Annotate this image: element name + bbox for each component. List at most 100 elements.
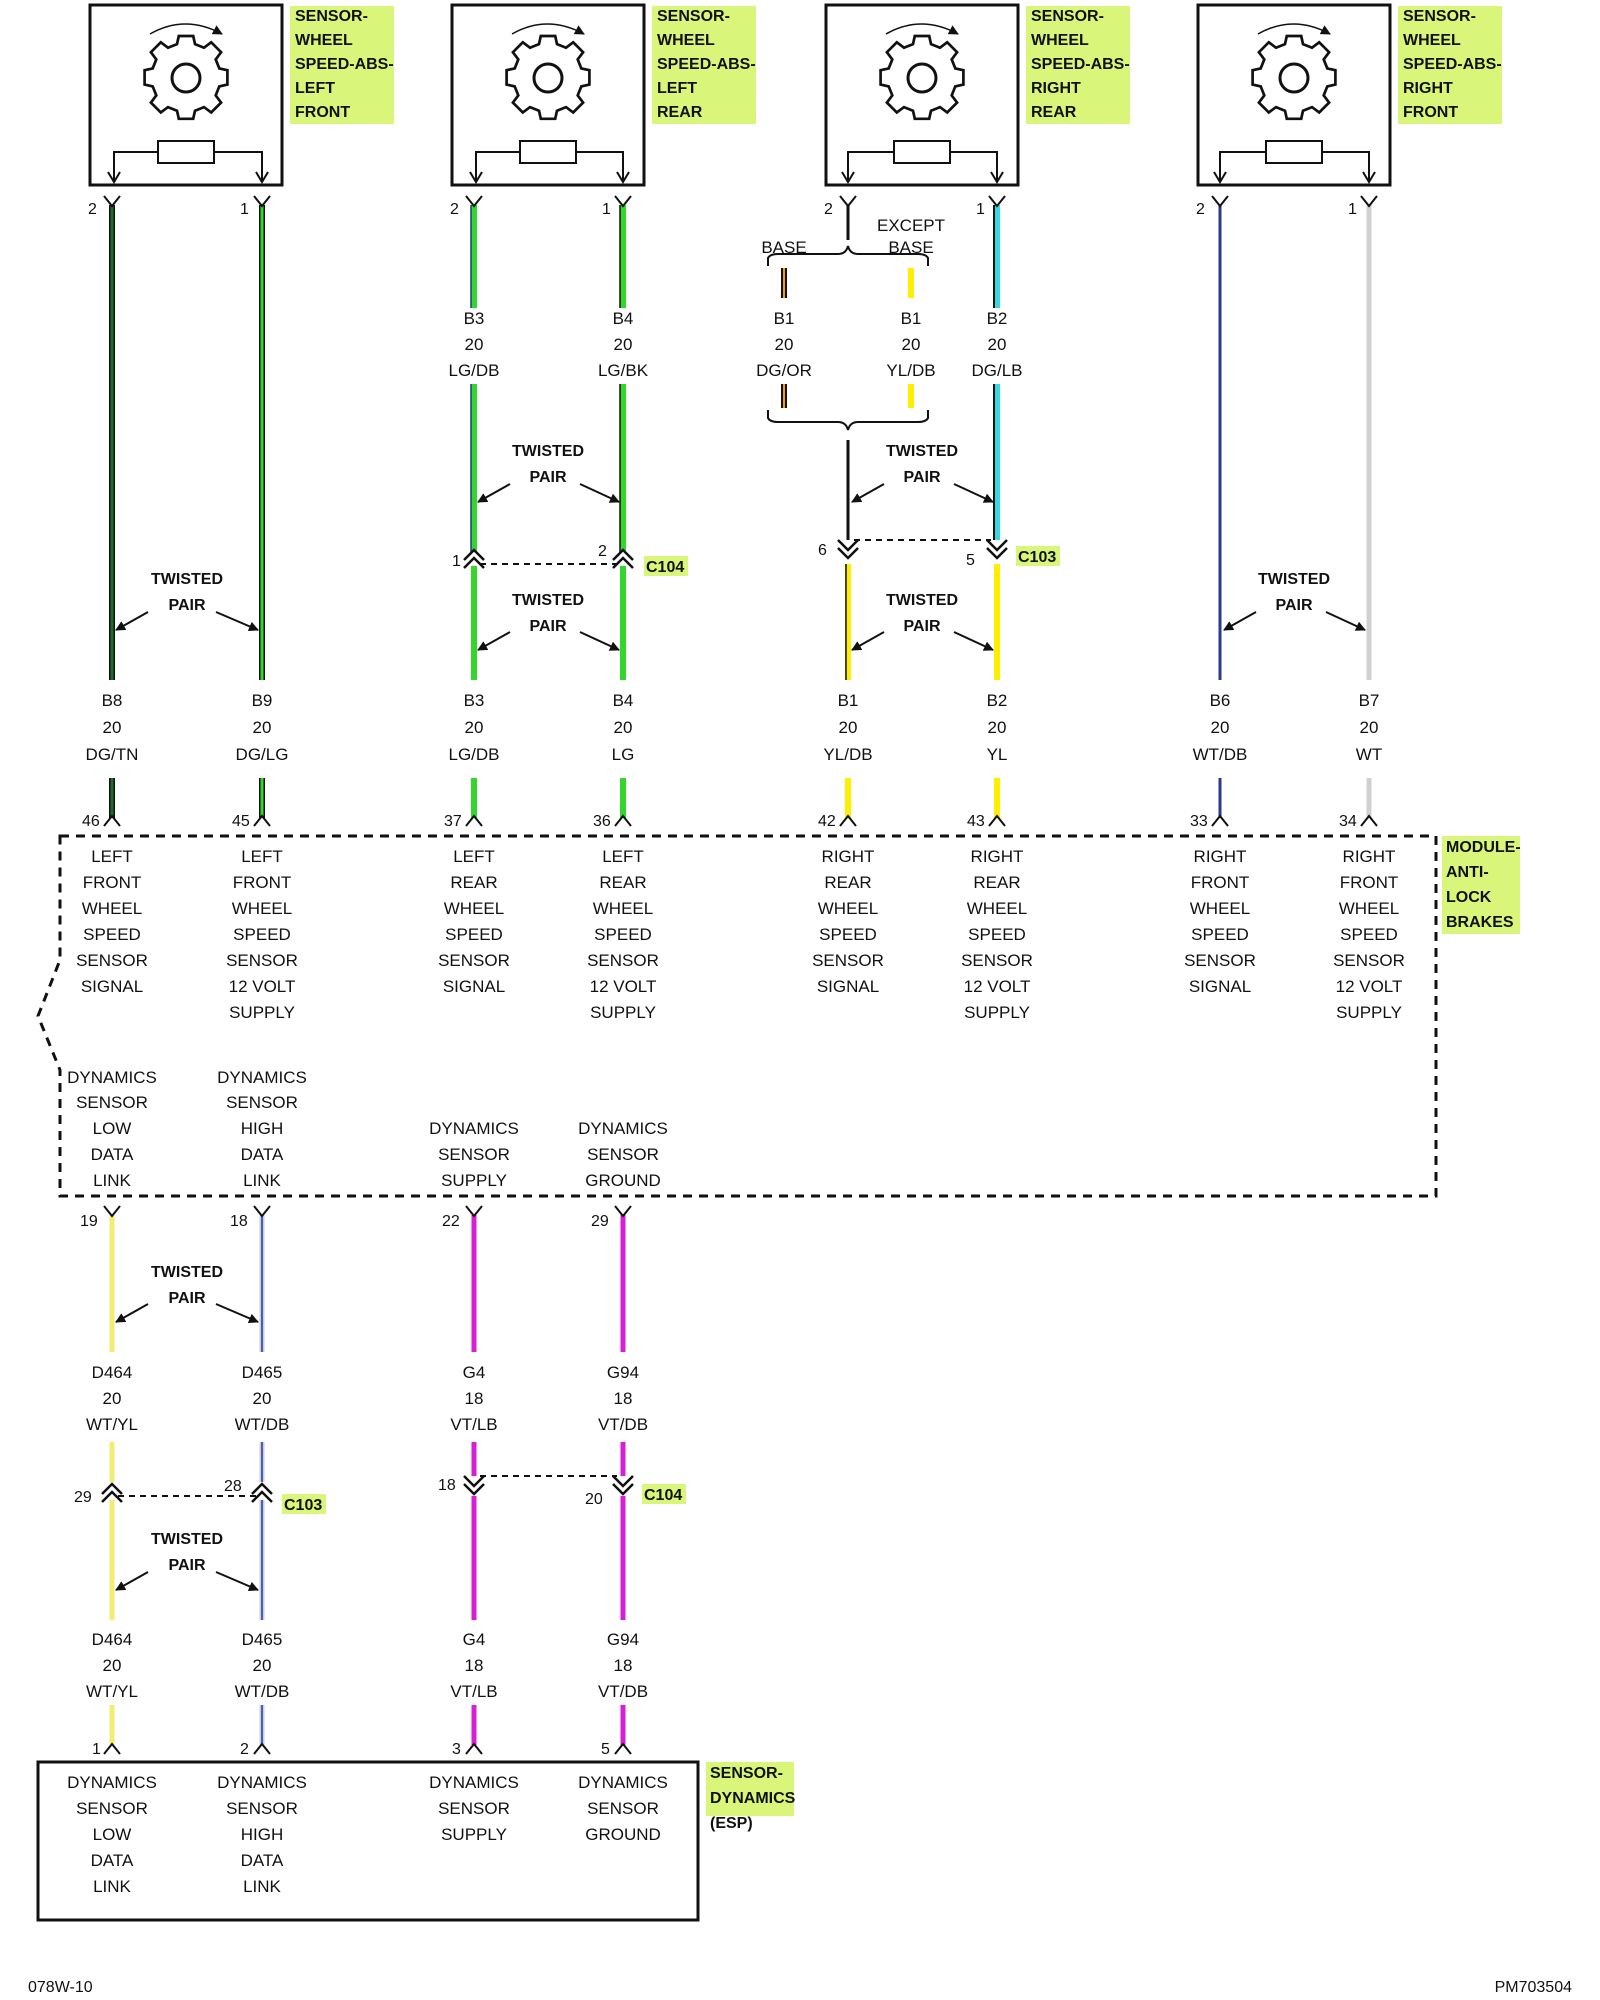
svg-text:2: 2: [240, 1741, 249, 1758]
resistor-icon: [1213, 140, 1376, 184]
esp-function-5: DYNAMICS SENSOR GROUND: [578, 1773, 668, 1844]
connector-c103-bottom-label: C103: [284, 1497, 322, 1514]
svg-text:SIGNAL: SIGNAL: [1189, 977, 1251, 996]
svg-text:SENSOR: SENSOR: [226, 1799, 298, 1818]
svg-text:LEFT: LEFT: [241, 847, 283, 866]
svg-text:TWISTED: TWISTED: [512, 443, 584, 460]
svg-text:DYNAMICS: DYNAMICS: [578, 1119, 668, 1138]
upper-wire-b3: B3 20 LG/DB: [448, 309, 499, 380]
svg-text:WHEEL: WHEEL: [1190, 899, 1250, 918]
dyn-wire-labels-upper: D464 20 WT/YL D465 20 WT/DB G4 18 VT/LB …: [86, 1363, 648, 1434]
svg-text:20: 20: [253, 1389, 272, 1408]
svg-text:REAR: REAR: [657, 104, 703, 121]
svg-text:WT/YL: WT/YL: [86, 1682, 138, 1701]
svg-text:DG/LG: DG/LG: [236, 745, 289, 764]
sensor-lr: [450, 3, 646, 187]
esp-function-2: DYNAMICS SENSOR HIGH DATA LINK: [217, 1773, 307, 1896]
svg-text:WHEEL: WHEEL: [82, 899, 142, 918]
svg-text:42: 42: [818, 813, 836, 830]
esp-sensor: 1 2 3 5 SENSOR- DYNAMICS (ESP) DYNAMICS …: [36, 1741, 796, 1922]
svg-text:5: 5: [966, 552, 975, 569]
abs-pin-functions: LEFT FRONT WHEEL SPEED SENSOR SIGNAL LEF…: [67, 847, 1405, 1190]
svg-text:18: 18: [465, 1389, 484, 1408]
abs-wire-b7: B7 20 WT: [1356, 691, 1382, 764]
svg-text:GROUND: GROUND: [585, 1171, 661, 1190]
dyn-wire-d464: D464 20 WT/YL: [86, 1363, 138, 1434]
wires: [109, 205, 1372, 1745]
connector-c103-top-label: C103: [1018, 549, 1056, 566]
svg-text:28: 28: [224, 1478, 242, 1495]
abs-module-title: MODULE-: [1446, 839, 1521, 856]
svg-text:SIGNAL: SIGNAL: [81, 977, 143, 996]
svg-text:SPEED-ABS-: SPEED-ABS-: [1403, 56, 1502, 73]
svg-text:20: 20: [839, 718, 858, 737]
svg-text:RIGHT: RIGHT: [1031, 80, 1081, 97]
svg-text:20: 20: [775, 335, 794, 354]
svg-text:YL/DB: YL/DB: [886, 361, 935, 380]
resistor-icon: [841, 140, 1004, 184]
svg-text:HIGH: HIGH: [241, 1825, 284, 1844]
esp-input-pins: [103, 1742, 632, 1755]
svg-text:WHEEL: WHEEL: [1339, 899, 1399, 918]
svg-text:20: 20: [1360, 718, 1379, 737]
svg-text:34: 34: [1339, 813, 1357, 830]
abs-input-pins: [103, 814, 1378, 827]
abs-wire-b2: B2 20 YL: [987, 691, 1008, 764]
svg-text:REAR: REAR: [973, 873, 1020, 892]
svg-text:TWISTED: TWISTED: [512, 592, 584, 609]
svg-text:20: 20: [988, 718, 1007, 737]
svg-text:29: 29: [74, 1489, 92, 1506]
svg-text:18: 18: [438, 1477, 456, 1494]
svg-text:G94: G94: [607, 1363, 639, 1382]
svg-text:18: 18: [230, 1213, 248, 1230]
svg-text:DATA: DATA: [241, 1145, 284, 1164]
gear-icon: [505, 34, 591, 121]
footer-right: PM703504: [1495, 1979, 1572, 1996]
svg-text:B4: B4: [613, 309, 634, 328]
svg-text:ANTI-: ANTI-: [1446, 864, 1489, 881]
svg-text:D464: D464: [92, 1363, 133, 1382]
svg-text:1: 1: [240, 201, 249, 218]
svg-text:REAR: REAR: [599, 873, 646, 892]
svg-text:LEFT: LEFT: [602, 847, 644, 866]
svg-text:PAIR: PAIR: [529, 469, 566, 486]
svg-text:D465: D465: [242, 1630, 283, 1649]
svg-text:PAIR: PAIR: [168, 597, 205, 614]
svg-text:LEFT: LEFT: [657, 80, 697, 97]
svg-text:2: 2: [450, 201, 459, 218]
sensor-pins: [103, 195, 1378, 208]
svg-text:YL: YL: [987, 745, 1008, 764]
svg-text:SPEED: SPEED: [83, 925, 141, 944]
svg-text:WHEEL: WHEEL: [444, 899, 504, 918]
svg-text:DYNAMICS: DYNAMICS: [217, 1068, 307, 1087]
svg-text:5: 5: [601, 1741, 610, 1758]
svg-text:B9: B9: [252, 691, 273, 710]
svg-text:TWISTED: TWISTED: [1258, 571, 1330, 588]
abs-function-34: RIGHT FRONT WHEEL SPEED SENSOR 12 VOLT S…: [1333, 847, 1405, 1022]
svg-text:LEFT: LEFT: [91, 847, 133, 866]
abs-wire-b1: B1 20 YL/DB: [823, 691, 872, 764]
dyn-wire-g4-lower: G4 18 VT/LB: [450, 1630, 497, 1701]
svg-text:FRONT: FRONT: [1340, 873, 1399, 892]
svg-text:TWISTED: TWISTED: [886, 592, 958, 609]
abs-wire-b6: B6 20 WT/DB: [1193, 691, 1248, 764]
svg-text:FRONT: FRONT: [295, 104, 350, 121]
svg-text:SENSOR: SENSOR: [438, 1799, 510, 1818]
svg-text:WT: WT: [1356, 745, 1382, 764]
svg-text:SPEED: SPEED: [968, 925, 1026, 944]
svg-text:SPEED-ABS-: SPEED-ABS-: [295, 56, 394, 73]
svg-text:DG/OR: DG/OR: [756, 361, 812, 380]
svg-text:WHEEL: WHEEL: [657, 32, 715, 49]
abs-function-43: RIGHT REAR WHEEL SPEED SENSOR 12 VOLT SU…: [961, 847, 1033, 1022]
svg-text:SENSOR: SENSOR: [1184, 951, 1256, 970]
svg-text:18: 18: [465, 1656, 484, 1675]
svg-text:REAR: REAR: [450, 873, 497, 892]
svg-text:1: 1: [1348, 201, 1357, 218]
connector-c104-top-label: C104: [646, 559, 684, 576]
svg-text:TWISTED: TWISTED: [886, 443, 958, 460]
wire-b3-lg-db: [470, 205, 477, 818]
svg-text:WHEEL: WHEEL: [1031, 32, 1089, 49]
abs-function-46: LEFT FRONT WHEEL SPEED SENSOR SIGNAL: [76, 847, 148, 996]
svg-text:VT/LB: VT/LB: [450, 1415, 497, 1434]
svg-text:SUPPLY: SUPPLY: [964, 1003, 1030, 1022]
